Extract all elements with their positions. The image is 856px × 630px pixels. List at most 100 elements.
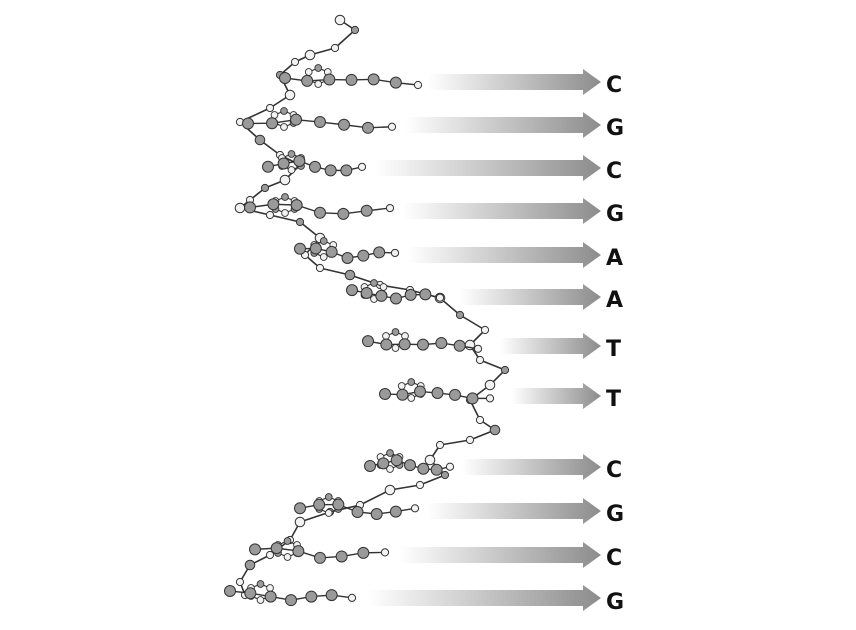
backbone-atom [500, 365, 510, 375]
backbone-atom [334, 14, 346, 26]
base-stack-4 [244, 193, 395, 220]
base-atom [332, 498, 345, 511]
backbone-atom [235, 577, 245, 587]
backbone-atom [465, 435, 475, 445]
base-atom [293, 155, 306, 168]
base-atom [292, 545, 305, 558]
base-stack-8 [379, 378, 495, 405]
ring-atom [386, 449, 394, 457]
ring-atom [283, 553, 292, 561]
backbone-atom [455, 310, 465, 320]
base-atom [414, 385, 426, 398]
ring-atom [287, 150, 296, 158]
ring-atom [281, 193, 289, 201]
arrow-3 [375, 155, 601, 181]
base-atom [325, 589, 338, 602]
base-atom [485, 394, 495, 403]
base-atom [417, 338, 429, 351]
base-atom [396, 388, 409, 401]
base-atom [337, 207, 350, 220]
ring-atom [407, 378, 416, 386]
base-atom [357, 249, 370, 262]
base-label-12: G [606, 590, 624, 615]
backbone-atom [260, 183, 270, 193]
base-atom [244, 201, 256, 214]
base-atom [262, 160, 274, 173]
ring-atom [287, 166, 296, 174]
base-label-4: G [606, 202, 624, 227]
base-atom [294, 502, 306, 515]
base-atom [453, 339, 466, 352]
base-atom [309, 242, 322, 255]
backbone-atom [279, 174, 291, 186]
ring-atom [382, 332, 390, 340]
base-atom [338, 118, 350, 131]
base-atom [398, 338, 411, 351]
backbone-atom [480, 325, 490, 335]
base-atom [294, 242, 306, 255]
base-atom [340, 164, 353, 177]
base-atom [435, 337, 448, 350]
ring-atom [319, 237, 328, 245]
base-label-8: T [606, 387, 621, 412]
base-label-6: A [606, 288, 623, 313]
base-stack-1 [279, 64, 423, 90]
backbone-atom [440, 470, 450, 480]
ring-atom [256, 596, 265, 604]
ring-atom [314, 80, 323, 88]
base-atom [277, 157, 290, 170]
base-label-2: G [606, 116, 624, 141]
backbone-atom [384, 484, 396, 496]
base-atom [305, 590, 318, 603]
backbone-atom [290, 57, 300, 67]
base-atom [404, 288, 417, 301]
base-atom [335, 550, 348, 563]
ring-atom [370, 279, 378, 287]
base-atom [301, 74, 314, 87]
base-atom [390, 292, 402, 305]
base-atom [357, 162, 367, 172]
dna-base-pairs [224, 64, 495, 607]
backbone-atom [484, 379, 496, 391]
base-atom [309, 160, 321, 173]
base-atom [290, 113, 302, 126]
base-atom [419, 288, 432, 301]
base-atom [390, 454, 403, 467]
base-atom [390, 248, 400, 258]
backbone-atom [254, 134, 266, 146]
backbone-atom [424, 454, 436, 466]
ring-atom [407, 394, 416, 402]
base-atom [285, 594, 297, 607]
base-stack-11 [249, 537, 390, 564]
base-atom [267, 198, 280, 211]
base-atom [357, 546, 370, 559]
base-atom [367, 73, 380, 86]
base-atom [314, 206, 326, 219]
base-atom [387, 122, 397, 131]
base-atom [380, 338, 393, 351]
base-atom [435, 293, 445, 302]
base-stack-9 [364, 449, 455, 476]
base-atom [346, 284, 358, 297]
base-stack-12 [224, 580, 357, 607]
ring-atom [314, 64, 323, 72]
backbone-atom [489, 424, 501, 436]
base-atom [430, 463, 443, 476]
base-atom [389, 505, 402, 518]
base-label-5: A [606, 246, 623, 271]
arrow-2 [405, 112, 601, 138]
base-atom [362, 335, 374, 348]
backbone-atom [435, 440, 445, 450]
base-arrows [368, 69, 601, 611]
backbone-atom [330, 43, 340, 53]
backbone-atom [304, 49, 316, 61]
base-atom [379, 387, 391, 400]
backbone-atom [475, 355, 485, 365]
base-label-7: T [606, 337, 621, 362]
ring-atom [304, 68, 313, 76]
ring-atom [379, 283, 388, 291]
base-atom [270, 542, 283, 555]
backbone-atom [475, 415, 485, 425]
base-atom [360, 204, 373, 217]
